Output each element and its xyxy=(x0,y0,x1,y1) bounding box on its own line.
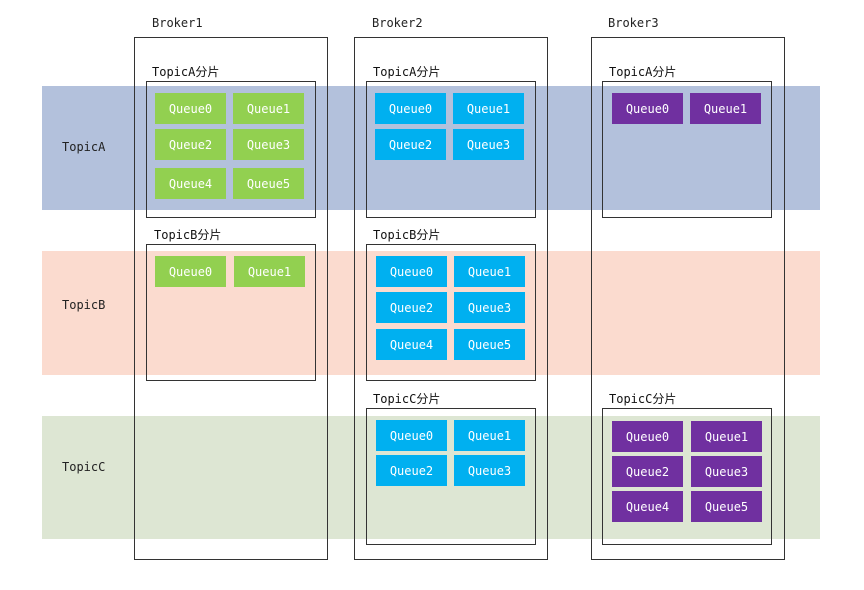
queue-b3-c-2: Queue2 xyxy=(612,456,683,487)
queue-b2-b-2: Queue2 xyxy=(376,292,447,323)
queue-b2-a-3: Queue3 xyxy=(453,129,524,160)
partition-box-b2-a xyxy=(366,81,536,218)
queue-b3-c-0: Queue0 xyxy=(612,421,683,452)
queue-b2-b-1: Queue1 xyxy=(454,256,525,287)
queue-b3-c-5: Queue5 xyxy=(691,491,762,522)
partition-label-b2-a: TopicA分片 xyxy=(373,65,441,79)
broker-box-2 xyxy=(354,37,548,560)
queue-b2-b-4: Queue4 xyxy=(376,329,447,360)
queue-b2-c-2: Queue2 xyxy=(376,455,447,486)
queue-b2-b-0: Queue0 xyxy=(376,256,447,287)
queue-b1-a-1: Queue1 xyxy=(233,93,304,124)
partition-label-b3-c: TopicC分片 xyxy=(609,392,677,406)
broker-label-2: Broker2 xyxy=(372,16,423,30)
queue-b1-b-0: Queue0 xyxy=(155,256,226,287)
queue-b2-a-0: Queue0 xyxy=(375,93,446,124)
queue-b2-c-1: Queue1 xyxy=(454,420,525,451)
partition-label-b2-b: TopicB分片 xyxy=(373,228,441,242)
partition-box-b1-a xyxy=(146,81,316,218)
queue-b2-a-2: Queue2 xyxy=(375,129,446,160)
partition-box-b3-c xyxy=(602,408,772,545)
queue-b2-b-3: Queue3 xyxy=(454,292,525,323)
queue-b3-a-1: Queue1 xyxy=(690,93,761,124)
partition-box-b2-b xyxy=(366,244,536,381)
topic-label-b: TopicB xyxy=(62,298,106,312)
queue-b1-b-1: Queue1 xyxy=(234,256,305,287)
queue-b3-c-1: Queue1 xyxy=(691,421,762,452)
queue-b3-c-3: Queue3 xyxy=(691,456,762,487)
queue-b2-c-3: Queue3 xyxy=(454,455,525,486)
queue-b3-c-4: Queue4 xyxy=(612,491,683,522)
partition-box-b2-c xyxy=(366,408,536,545)
partition-label-b1-a: TopicA分片 xyxy=(152,65,220,79)
broker-label-1: Broker1 xyxy=(152,16,203,30)
partition-box-b1-b xyxy=(146,244,316,381)
topic-label-c: TopicC xyxy=(62,460,106,474)
partition-box-b3-a xyxy=(602,81,772,218)
broker-label-3: Broker3 xyxy=(608,16,659,30)
queue-b3-a-0: Queue0 xyxy=(612,93,683,124)
topic-label-a: TopicA xyxy=(62,140,106,154)
broker-box-1 xyxy=(134,37,328,560)
broker-box-3 xyxy=(591,37,785,560)
queue-b1-a-5: Queue5 xyxy=(233,168,304,199)
queue-b2-b-5: Queue5 xyxy=(454,329,525,360)
queue-b1-a-0: Queue0 xyxy=(155,93,226,124)
partition-label-b2-c: TopicC分片 xyxy=(373,392,441,406)
queue-b2-c-0: Queue0 xyxy=(376,420,447,451)
queue-b2-a-1: Queue1 xyxy=(453,93,524,124)
queue-b1-a-3: Queue3 xyxy=(233,129,304,160)
partition-label-b3-a: TopicA分片 xyxy=(609,65,677,79)
queue-b1-a-2: Queue2 xyxy=(155,129,226,160)
partition-label-b1-b: TopicB分片 xyxy=(154,228,222,242)
queue-b1-a-4: Queue4 xyxy=(155,168,226,199)
